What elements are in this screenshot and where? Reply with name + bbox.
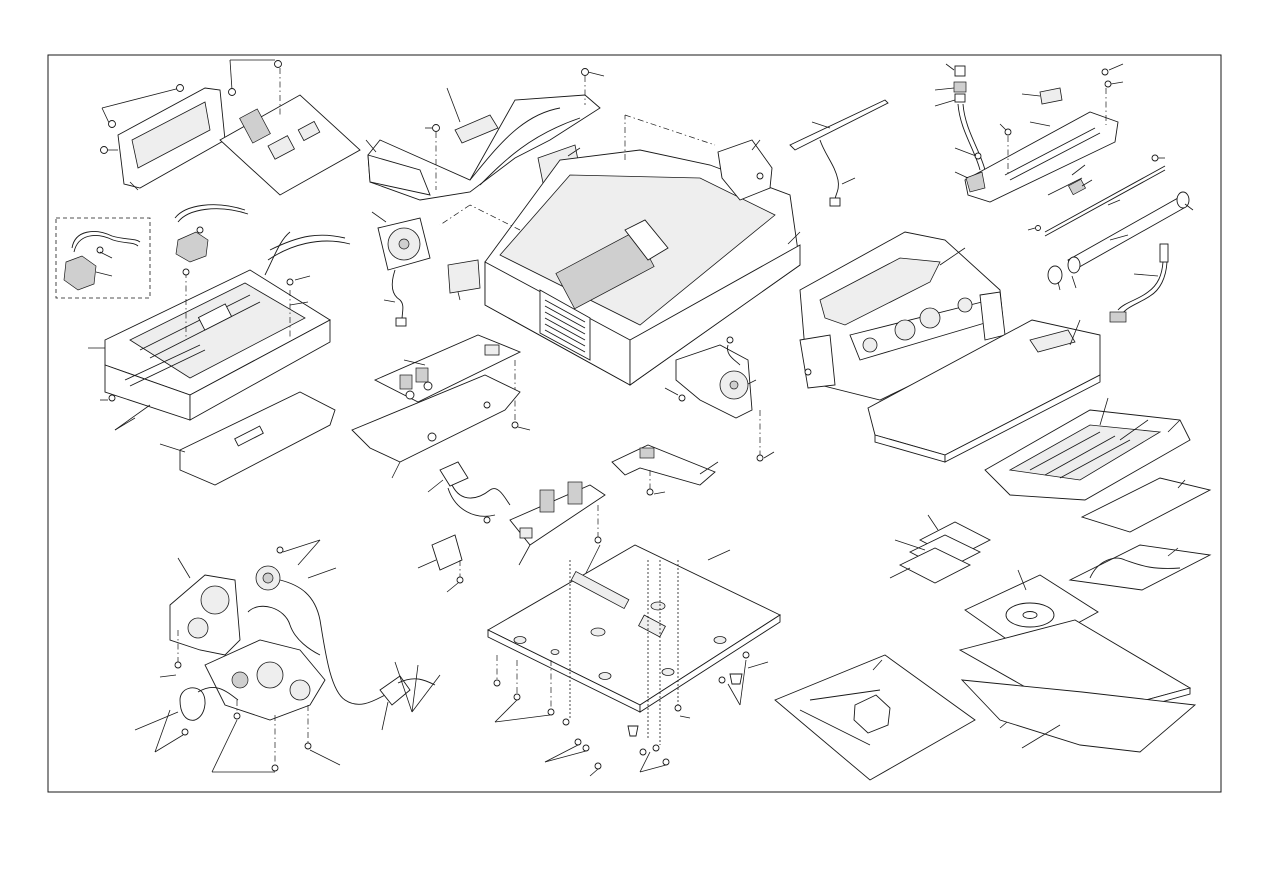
- insulation-sheet: [351, 374, 521, 479]
- cooling-fan: [371, 211, 431, 327]
- output-tray: [984, 397, 1191, 501]
- paper-tray-cover: [867, 319, 1101, 463]
- packing-bag: [960, 679, 1197, 753]
- cable-bag: [1068, 544, 1212, 591]
- thermistor-cable: [1109, 243, 1169, 323]
- left-base-frame: [88, 204, 351, 431]
- diagram-frame: [47, 54, 1222, 793]
- sensor-bracket: [611, 444, 719, 496]
- secondary-fan-assembly: [664, 336, 775, 462]
- label-sheet: [447, 259, 481, 301]
- instruction-sheet: [1080, 477, 1212, 533]
- rollers: [1027, 154, 1194, 291]
- power-supply-assembly: [417, 461, 606, 593]
- floppy-disks: [889, 514, 991, 584]
- sensor-inset: [55, 217, 151, 299]
- toner-bag: [774, 654, 976, 781]
- inset-dashed-box: [55, 217, 151, 299]
- drive-gear-unit: [134, 539, 441, 773]
- fuser-upper-unit: [934, 63, 1124, 203]
- vent-grille: [544, 299, 586, 353]
- control-pcb: [373, 334, 531, 431]
- guide-rail: [789, 99, 889, 207]
- bottom-plate-screws: [493, 651, 769, 777]
- main-chassis: [439, 114, 801, 386]
- interface-pcb-assembly: [100, 59, 361, 196]
- fuser-ribs: [1004, 127, 1101, 181]
- chassis-side-bracket: [717, 139, 773, 201]
- paper-guide-plate: [159, 391, 336, 486]
- bottom-plate: [487, 544, 781, 745]
- paper-feed-unit: [799, 231, 1006, 401]
